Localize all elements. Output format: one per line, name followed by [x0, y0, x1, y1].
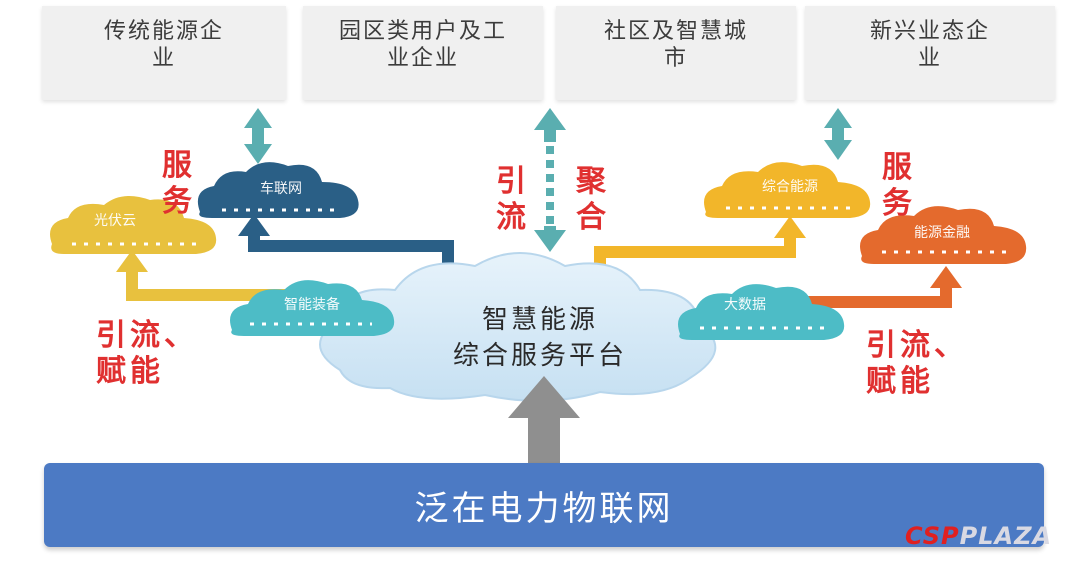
cloud-label-integrated-energy: 综合能源 [762, 179, 818, 195]
top-box-label: 新兴业态企 业 [869, 19, 990, 71]
bottom-bar-ubiquitous-iot: 泛在电力物联网 [44, 463, 1044, 547]
label-yinliu-left: 引 流 [496, 164, 526, 235]
connector-arrows-right [594, 216, 962, 308]
top-box-traditional-energy: 传统能源企 业 [42, 6, 286, 100]
label-service-left: 服 务 [162, 148, 192, 219]
cloud-car-network [197, 162, 359, 218]
top-box-emerging-business: 新兴业态企 业 [805, 6, 1055, 100]
cloud-label-big-data: 大数据 [724, 297, 766, 313]
platform-label: 智慧能源 综合服务平台 [452, 305, 627, 371]
top-box-label: 传统能源企 业 [103, 19, 224, 71]
double-arrow-right [824, 108, 852, 160]
gray-up-arrow [508, 376, 580, 464]
double-arrow-left [244, 108, 272, 164]
cloud-label-pv: 光伏云 [94, 213, 136, 229]
cloud-label-energy-finance: 能源金融 [914, 225, 970, 241]
top-box-label: 园区类用户及工 业企业 [338, 19, 507, 71]
label-juhe-right: 聚 合 [576, 164, 606, 235]
watermark-csp: CSP [905, 522, 960, 550]
top-box-industrial-park: 园区类用户及工 业企业 [303, 6, 543, 100]
cloud-integrated-energy [704, 162, 871, 218]
top-box-smart-city: 社区及智慧城 市 [556, 6, 796, 100]
watermark-plaza: PLAZA [959, 522, 1053, 550]
cloud-label-car-network: 车联网 [260, 181, 302, 197]
cloud-energy-finance [860, 206, 1027, 264]
cloud-big-data [678, 284, 845, 340]
cloud-smart-equipment [230, 280, 395, 336]
cloud-pv [50, 196, 217, 254]
watermark-logo: CSPPLAZA [905, 522, 1052, 550]
label-empower-right: 引流、 赋能 [866, 328, 968, 399]
platform-cloud [319, 252, 717, 402]
double-arrow-center [534, 108, 566, 252]
label-empower-left: 引流、 赋能 [96, 318, 198, 389]
top-box-label: 社区及智慧城 市 [603, 19, 748, 71]
label-service-right: 服 务 [882, 150, 912, 221]
bottom-bar-label: 泛在电力物联网 [414, 488, 674, 529]
cloud-label-smart-equipment: 智能装备 [284, 297, 340, 313]
